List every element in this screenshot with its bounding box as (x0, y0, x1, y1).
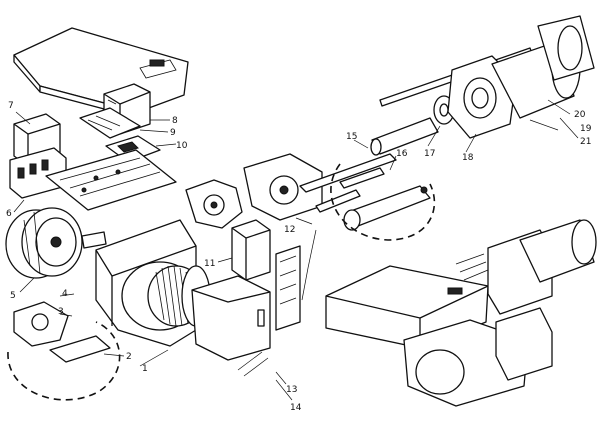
callout-10: 10 (176, 141, 188, 151)
callout-15: 15 (346, 132, 357, 142)
nozzle-detail-callout (330, 163, 436, 241)
callout-19: 19 (580, 124, 592, 134)
callout-18: 18 (462, 153, 474, 163)
photo-cell-cable (237, 229, 317, 377)
blast-tube-flange (243, 153, 323, 221)
nozzle-holder (339, 167, 431, 231)
electric-motor (5, 207, 107, 279)
base-plate (45, 149, 177, 211)
callout-3: 3 (58, 307, 64, 317)
callout-13: 13 (286, 385, 297, 395)
mounting-bracket (79, 107, 141, 139)
callout-4: 4 (62, 289, 68, 299)
sight-glass-gasket (275, 245, 301, 331)
callout-9: 9 (170, 128, 176, 138)
air-intake (191, 275, 271, 361)
callout-11: 11 (204, 259, 215, 269)
electrode-assembly (299, 153, 397, 213)
combustion-head (491, 15, 595, 119)
callout-14: 14 (290, 403, 302, 413)
callout-5: 5 (10, 291, 16, 301)
callout-labels: 1 2 3 4 5 6 7 8 9 10 11 12 13 14 15 16 1… (6, 101, 592, 413)
callout-8: 8 (172, 116, 178, 126)
callout-12: 12 (284, 225, 295, 235)
callout-2: 2 (126, 352, 132, 362)
oil-pump (13, 301, 111, 363)
assembled-burner (325, 219, 597, 407)
callout-1: 1 (142, 364, 148, 374)
callout-21: 21 (580, 137, 591, 147)
leader-lines (13, 99, 579, 401)
burner-cover (13, 27, 189, 119)
callout-20: 20 (574, 110, 586, 120)
callout-16: 16 (396, 149, 408, 159)
callout-17: 17 (424, 149, 435, 159)
pump-flange (185, 179, 243, 229)
air-damper (231, 219, 271, 281)
callout-6: 6 (6, 209, 12, 219)
callout-7: 7 (8, 101, 14, 111)
